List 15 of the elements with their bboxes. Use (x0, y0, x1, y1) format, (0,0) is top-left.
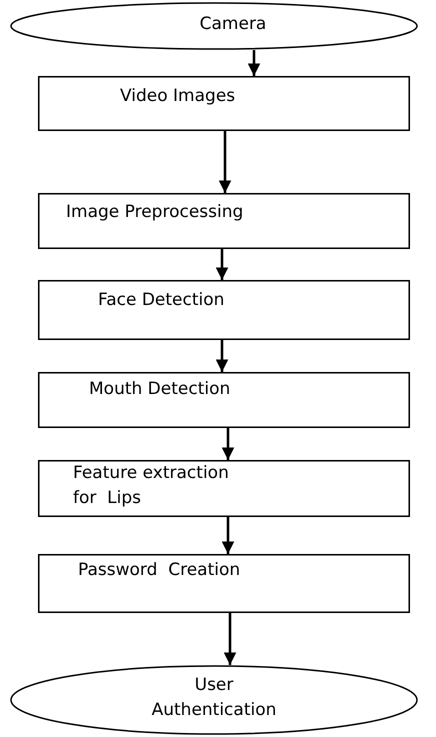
node-label: Feature extraction for Lips (73, 462, 230, 510)
arrow (218, 131, 232, 193)
node-label: Mouth Detection (89, 378, 232, 401)
arrow (224, 613, 236, 665)
arrow (222, 517, 234, 554)
arrow (216, 340, 228, 372)
node-label: Camera (198, 13, 268, 36)
node-label: User Authentication (150, 674, 278, 722)
arrow (222, 428, 234, 460)
node-label: Video Images (120, 85, 236, 108)
node-label: Image Preprocessing (66, 201, 244, 224)
arrow (248, 50, 260, 76)
arrow (216, 249, 228, 280)
node-label: Password Creation (78, 559, 242, 582)
node-label: Face Detection (98, 289, 226, 312)
